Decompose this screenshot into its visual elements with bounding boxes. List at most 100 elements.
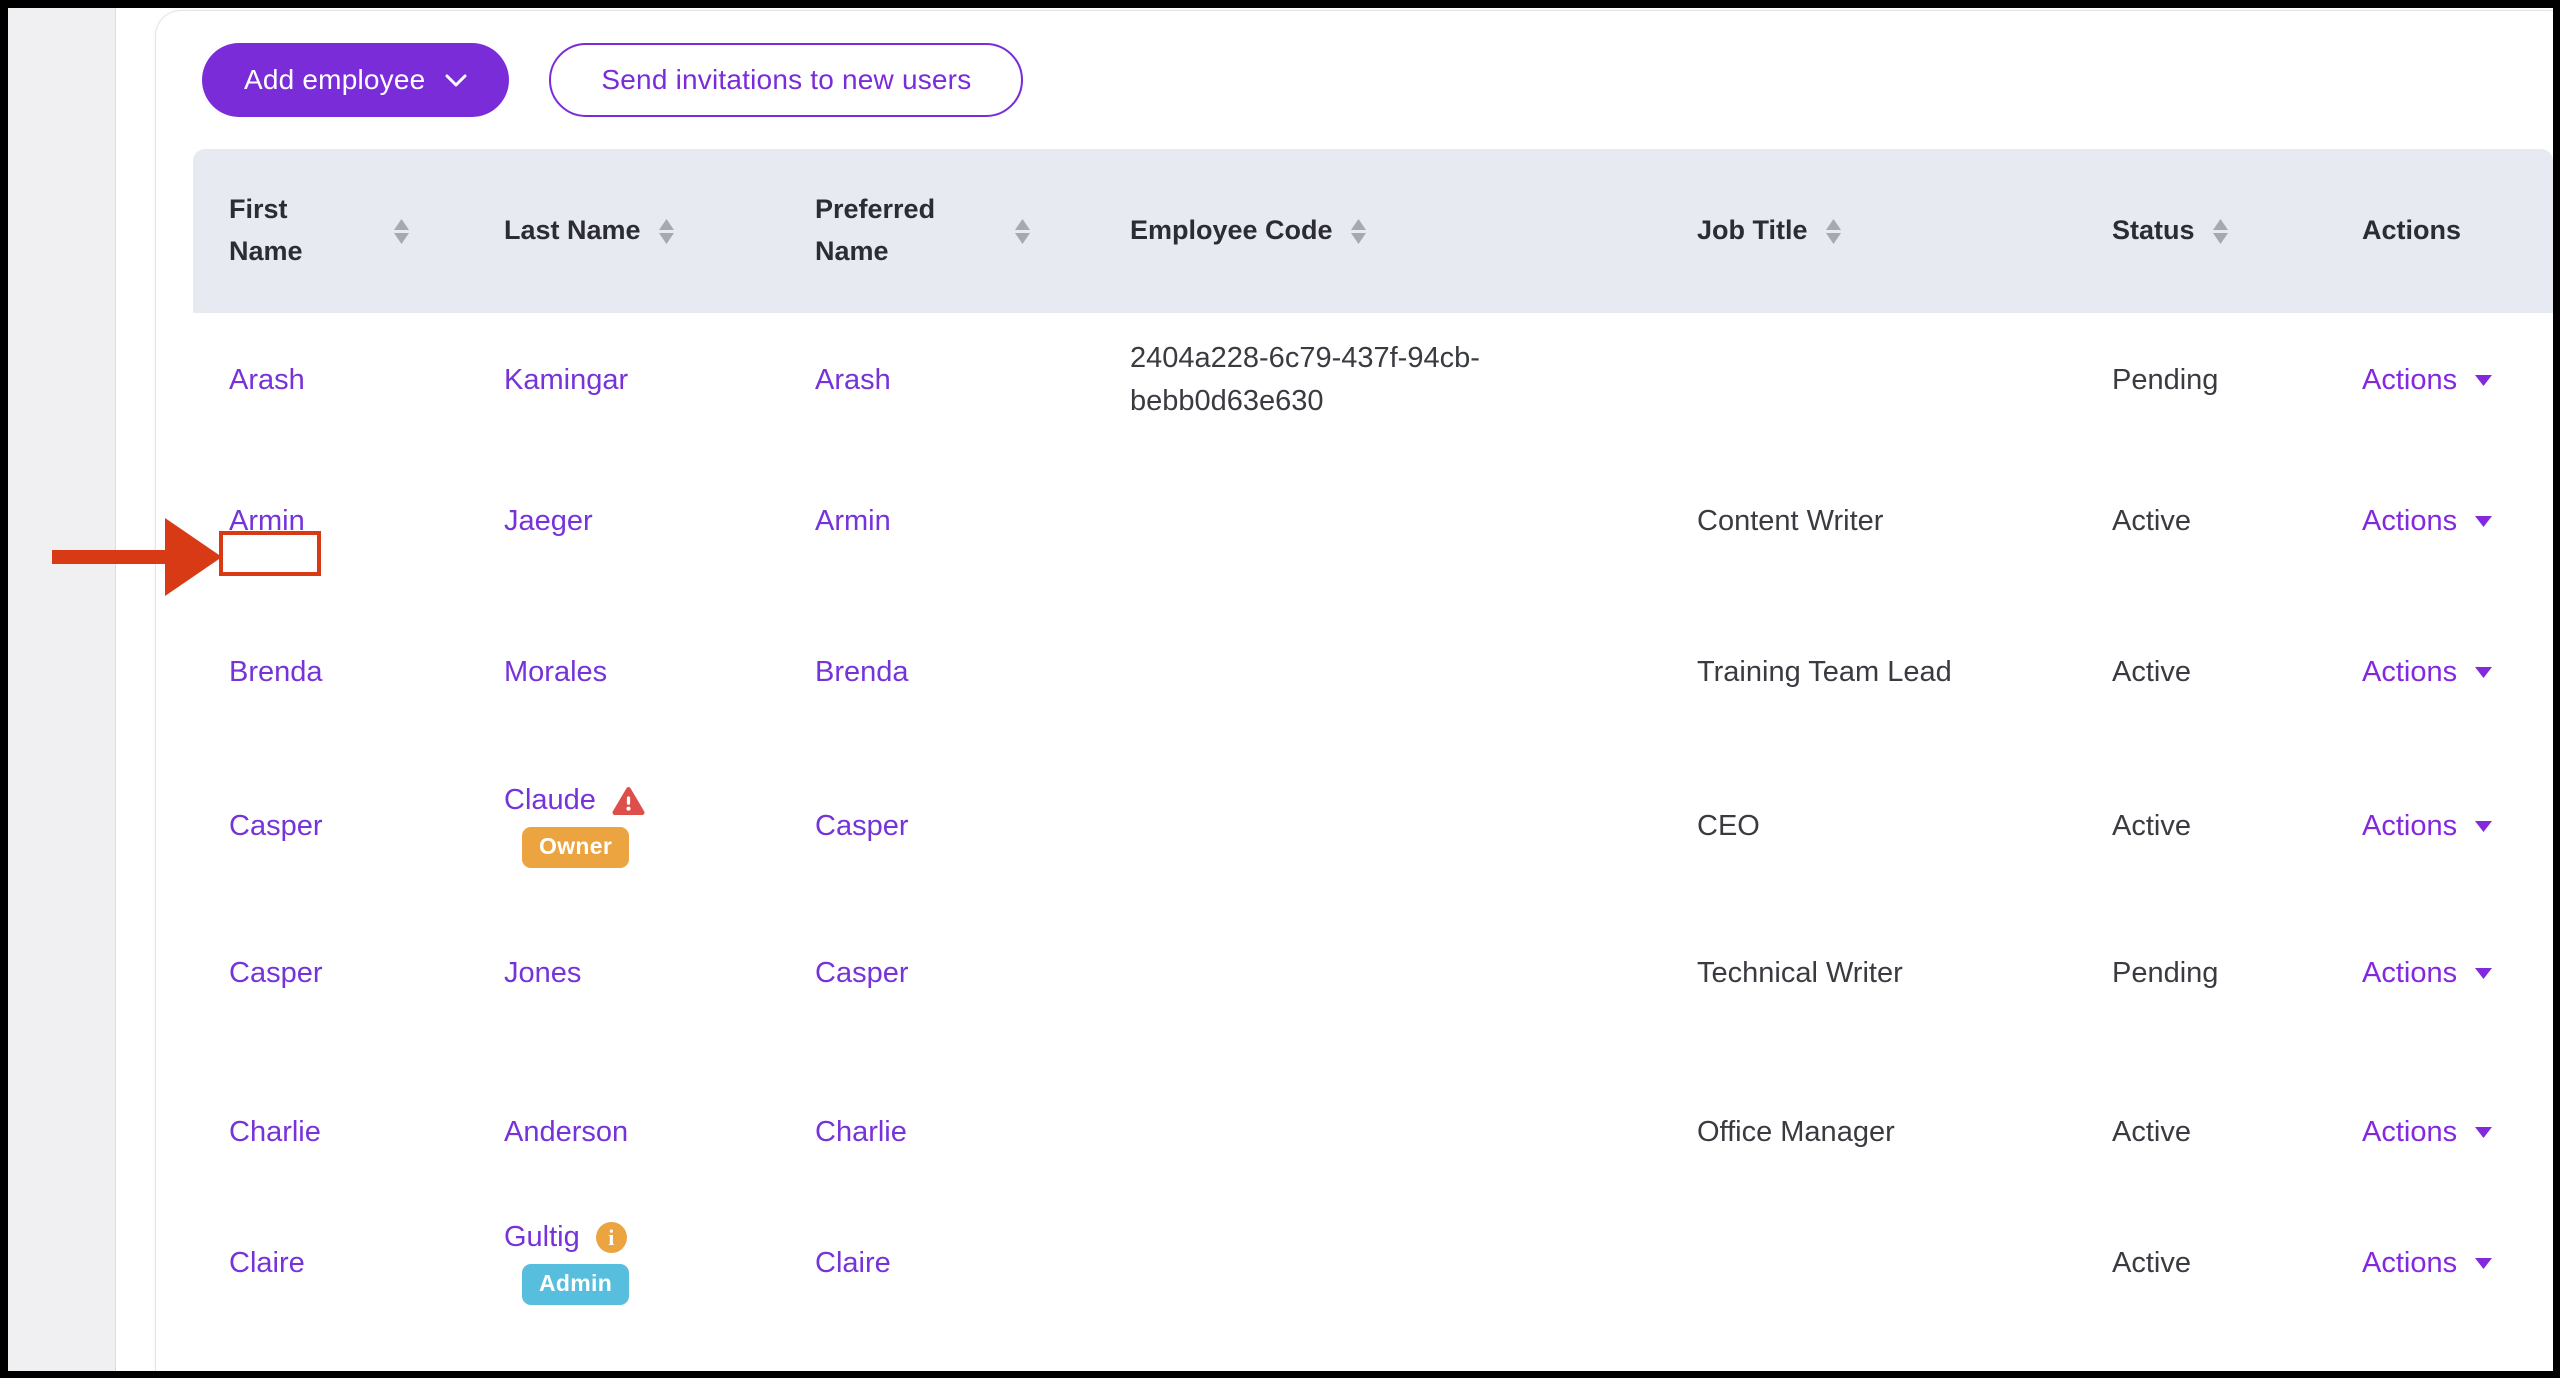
last-name-link[interactable]: Claude [504, 784, 596, 816]
status-cell: Pending [2112, 363, 2219, 396]
actions-dropdown[interactable]: Actions [2362, 809, 2493, 843]
last-name-link[interactable]: Jones [504, 956, 582, 989]
header-first-name[interactable]: First Name [193, 189, 468, 273]
first-name-cell: Armin [193, 505, 468, 538]
chevron-down-icon [445, 74, 467, 87]
owner-badge: Owner [522, 827, 630, 868]
header-label: Preferred Name [815, 194, 936, 266]
sort-arrows-icon[interactable] [1350, 218, 1366, 244]
actions-label: Actions [2362, 1115, 2458, 1148]
employee-row: Claire Gultig i Admin Claire Active [193, 1221, 2553, 1305]
last-name-link[interactable]: Morales [504, 655, 608, 688]
actions-cell: Actions [2326, 1116, 2553, 1149]
employee-row: Casper Claude Owner Casper CEO [193, 749, 2553, 903]
preferred-name-cell: Casper [779, 810, 1094, 843]
app-window: Add employee Send invitations to new use… [8, 8, 2553, 1371]
last-name-link[interactable]: Jaeger [504, 504, 593, 537]
employee-row: Armin Jaeger Armin Content Writer Active… [193, 447, 2553, 595]
employees-card: Add employee Send invitations to new use… [155, 10, 2553, 1371]
preferred-name-link[interactable]: Brenda [815, 655, 909, 688]
first-name-cell: Casper [193, 957, 468, 990]
caret-down-icon [2475, 666, 2493, 678]
job-title-cell: Training Team Lead [1697, 655, 1952, 688]
actions-dropdown[interactable]: Actions [2362, 1115, 2493, 1149]
caret-down-icon [2475, 820, 2493, 832]
header-last-name[interactable]: Last Name [468, 210, 779, 252]
add-employee-label: Add employee [244, 64, 426, 95]
status-cell: Active [2112, 1115, 2191, 1148]
preferred-name-cell: Armin [779, 505, 1094, 538]
last-name-cell: Claude Owner [468, 784, 779, 868]
actions-cell: Actions [2326, 364, 2553, 397]
last-name-link[interactable]: Anderson [504, 1115, 629, 1148]
first-name-link[interactable]: Arash [229, 363, 305, 396]
preferred-name-link[interactable]: Claire [815, 1246, 891, 1279]
actions-dropdown[interactable]: Actions [2362, 957, 2493, 990]
header-label: Last Name [504, 215, 641, 246]
last-name-cell: Morales [468, 656, 779, 689]
first-name-link[interactable]: Claire [229, 1246, 305, 1279]
actions-label: Actions [2362, 363, 2458, 396]
employees-table: First Name Last Name Preferred Name Empl… [193, 149, 2553, 1305]
job-title-cell: Content Writer [1697, 504, 1884, 537]
preferred-name-cell: Brenda [779, 656, 1094, 689]
header-employee-code[interactable]: Employee Code [1094, 210, 1661, 252]
info-circle-icon[interactable]: i [595, 1222, 627, 1253]
status-cell: Active [2112, 1246, 2191, 1279]
caret-down-icon [2475, 515, 2493, 527]
preferred-name-cell: Claire [779, 1247, 1094, 1280]
employee-row: Brenda Morales Brenda Training Team Lead… [193, 595, 2553, 749]
header-preferred-name[interactable]: Preferred Name [779, 189, 1094, 273]
preferred-name-link[interactable]: Armin [815, 504, 891, 537]
employee-row: Casper Jones Casper Technical Writer Pen… [193, 903, 2553, 1043]
add-employee-button[interactable]: Add employee [202, 43, 510, 117]
first-name-link-armin[interactable]: Armin [229, 504, 305, 537]
preferred-name-link[interactable]: Arash [815, 363, 891, 396]
first-name-link[interactable]: Casper [229, 956, 323, 989]
last-name-cell: Jaeger [468, 505, 779, 538]
left-sidebar-strip [8, 8, 116, 1371]
header-label: Status [2112, 215, 2195, 246]
header-label: Actions [2362, 215, 2462, 246]
sort-arrows-icon[interactable] [2212, 218, 2228, 244]
caret-down-icon [2475, 374, 2493, 386]
preferred-name-cell: Charlie [779, 1116, 1094, 1149]
caret-down-icon [2475, 967, 2493, 979]
header-job-title[interactable]: Job Title [1661, 210, 2076, 252]
actions-dropdown[interactable]: Actions [2362, 363, 2493, 397]
last-name-link[interactable]: Gultig [504, 1221, 580, 1253]
preferred-name-link[interactable]: Charlie [815, 1115, 907, 1148]
last-name-cell: Gultig i Admin [468, 1221, 779, 1305]
job-title-cell: Technical Writer [1697, 956, 1903, 989]
actions-dropdown[interactable]: Actions [2362, 656, 2493, 689]
last-name-cell: Anderson [468, 1116, 779, 1149]
sort-arrows-icon[interactable] [1825, 218, 1841, 244]
preferred-name-link[interactable]: Casper [815, 956, 909, 989]
caret-down-icon [2475, 1126, 2493, 1138]
first-name-link[interactable]: Charlie [229, 1115, 321, 1148]
actions-cell: Actions [2326, 656, 2553, 689]
actions-dropdown[interactable]: Actions [2362, 1247, 2493, 1280]
table-header-row: First Name Last Name Preferred Name Empl… [193, 149, 2553, 313]
sort-arrows-icon[interactable] [394, 218, 409, 244]
last-name-cell: Kamingar [468, 364, 779, 397]
header-status[interactable]: Status [2076, 210, 2326, 252]
actions-cell: Actions [2326, 957, 2553, 990]
last-name-cell: Jones [468, 957, 779, 990]
header-actions: Actions [2326, 210, 2553, 252]
send-invitations-button[interactable]: Send invitations to new users [549, 43, 1024, 117]
last-name-link[interactable]: Kamingar [504, 363, 629, 396]
actions-label: Actions [2362, 809, 2458, 842]
job-title-cell: CEO [1697, 809, 1760, 842]
employee-code-cell: 2404a228-6c79-437f-94cb-bebb0d63e630 [1094, 337, 1661, 424]
first-name-link[interactable]: Casper [229, 809, 323, 842]
sort-arrows-icon[interactable] [1015, 218, 1030, 244]
sort-arrows-icon[interactable] [658, 218, 674, 244]
preferred-name-cell: Casper [779, 957, 1094, 990]
status-cell: Active [2112, 655, 2191, 688]
actions-cell: Actions [2326, 810, 2553, 843]
warning-triangle-icon[interactable] [612, 786, 645, 816]
first-name-link[interactable]: Brenda [229, 655, 323, 688]
preferred-name-link[interactable]: Casper [815, 809, 909, 842]
actions-dropdown[interactable]: Actions [2362, 505, 2493, 538]
